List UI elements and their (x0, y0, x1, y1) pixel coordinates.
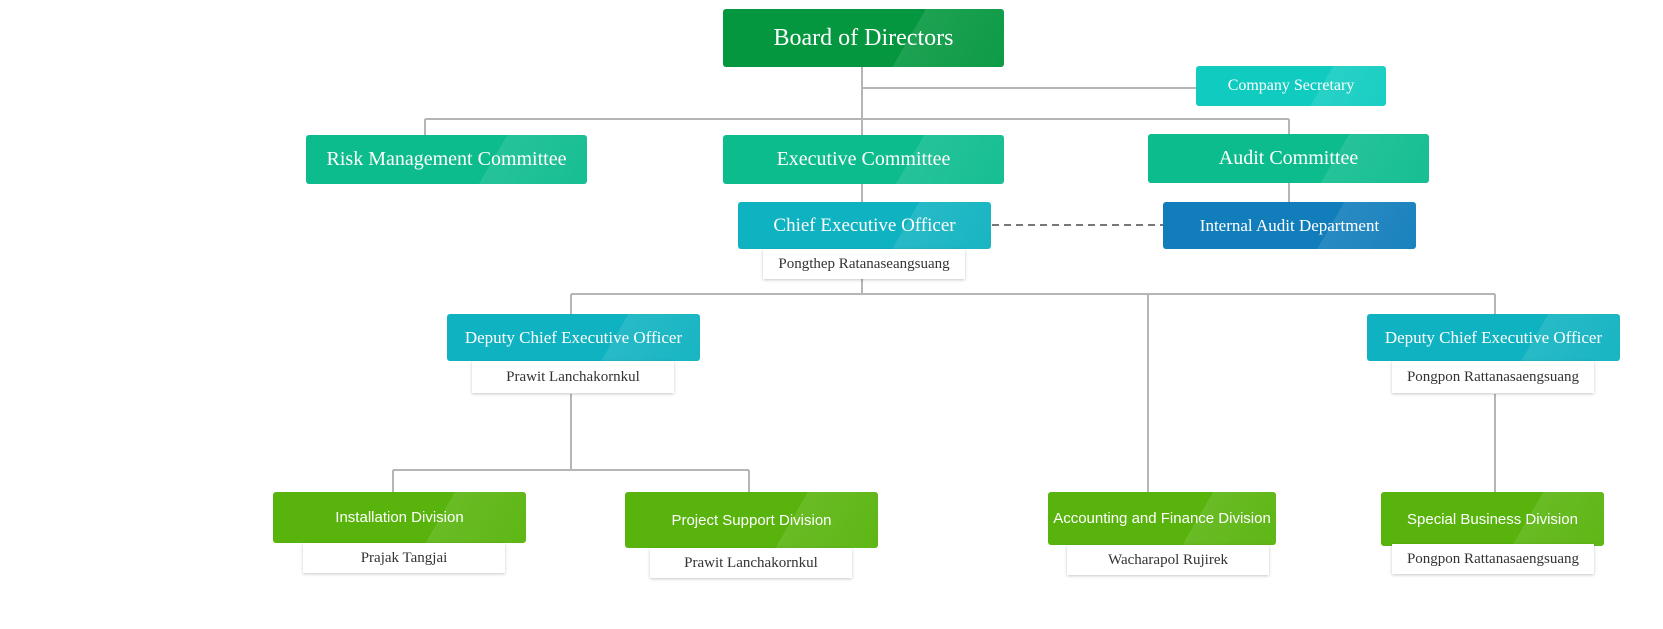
deputy-ceo-right-name: Pongpon Rattanasaengsuang (1392, 361, 1594, 393)
executive-committee-box: Executive Committee (723, 135, 1004, 184)
special-business-division-box: Special Business Division (1381, 492, 1604, 546)
audit-committee-box: Audit Committee (1148, 134, 1429, 183)
risk-management-committee-box: Risk Management Committee (306, 135, 587, 184)
project-support-division-head-name: Prawit Lanchakornkul (650, 548, 852, 578)
internal-audit-department-box: Internal Audit Department (1163, 202, 1416, 249)
project-support-division-label: Project Support Division (671, 511, 832, 529)
risk-management-committee-label: Risk Management Committee (326, 148, 567, 170)
chief-executive-officer-box: Chief Executive Officer (738, 202, 991, 249)
board-of-directors-label: Board of Directors (773, 24, 954, 51)
installation-division-head-name: Prajak Tangjai (303, 543, 505, 573)
chief-executive-officer-label: Chief Executive Officer (773, 214, 956, 236)
board-of-directors-box: Board of Directors (723, 9, 1004, 67)
company-secretary-box: Company Secretary (1196, 66, 1386, 106)
deputy-ceo-left-label: Deputy Chief Executive Officer (464, 327, 683, 347)
accounting-finance-division-box: Accounting and Finance Division (1048, 492, 1276, 545)
special-business-division-head-name: Pongpon Rattanasaengsuang (1392, 544, 1594, 574)
chief-executive-officer-name: Pongthep Ratanaseangsuang (763, 249, 965, 279)
deputy-ceo-left-box: Deputy Chief Executive Officer (447, 314, 700, 361)
deputy-ceo-left-name: Prawit Lanchakornkul (472, 361, 674, 393)
audit-committee-label: Audit Committee (1218, 147, 1359, 169)
executive-committee-label: Executive Committee (776, 148, 951, 170)
internal-audit-department-label: Internal Audit Department (1199, 215, 1380, 235)
special-business-division-label: Special Business Division (1407, 510, 1578, 528)
deputy-ceo-right-box: Deputy Chief Executive Officer (1367, 314, 1620, 361)
installation-division-box: Installation Division (273, 492, 526, 543)
accounting-finance-division-head-name: Wacharapol Rujirek (1067, 545, 1269, 575)
accounting-finance-division-label: Accounting and Finance Division (1053, 510, 1271, 527)
installation-division-label: Installation Division (335, 509, 464, 526)
project-support-division-box: Project Support Division (625, 492, 878, 548)
company-secretary-label: Company Secretary (1227, 77, 1355, 94)
deputy-ceo-right-label: Deputy Chief Executive Officer (1384, 327, 1603, 347)
